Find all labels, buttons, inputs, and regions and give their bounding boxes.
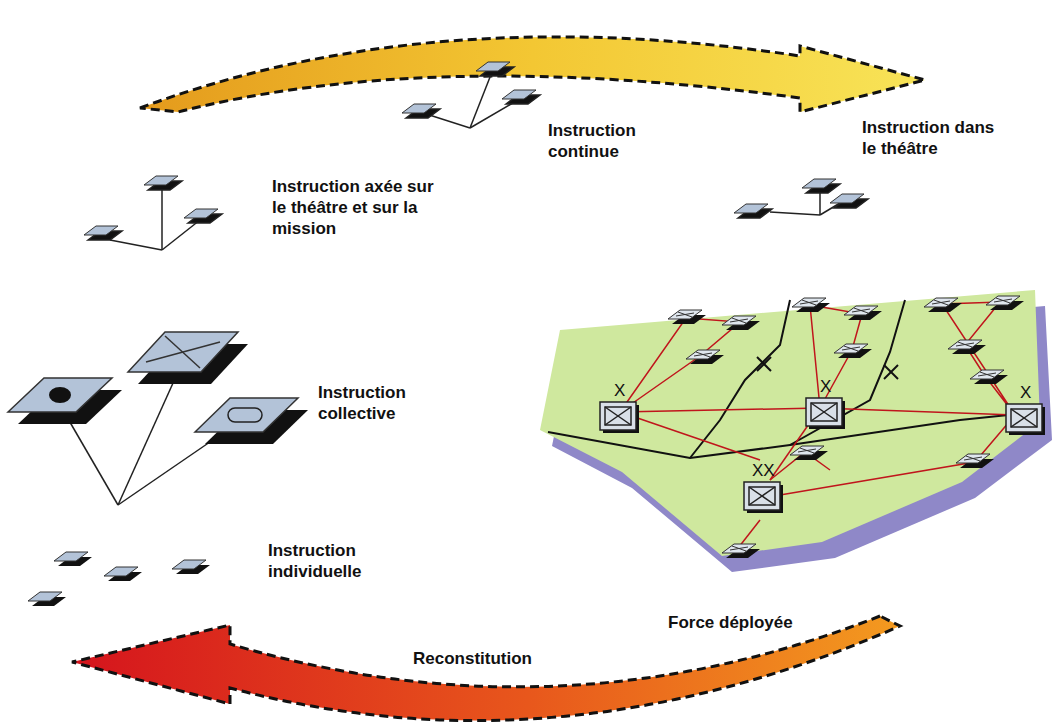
stage-label: Force déployée [668, 612, 848, 633]
stage-label: Reconstitution [413, 648, 593, 669]
stage-label: Instruction axée sur le théâtre et sur l… [272, 176, 437, 239]
unit-group [402, 62, 540, 128]
stage-label: Instruction collective [318, 382, 438, 424]
stage-label: Instruction individuelle [268, 540, 388, 582]
stage-label: Instruction dans le théâtre [862, 117, 1012, 159]
collective-group [8, 332, 308, 505]
unit-group [734, 179, 868, 218]
echelon-mark: X [612, 382, 627, 400]
echelon-mark: X [1018, 384, 1033, 402]
unit-group [84, 176, 222, 250]
stage-label: Instruction continue [548, 120, 668, 162]
echelon-mark: XX [750, 462, 777, 480]
cycle-arrow [140, 37, 925, 112]
echelon-mark: X [818, 378, 833, 396]
individual-group [28, 552, 210, 606]
deployed-force-map [540, 290, 1052, 572]
